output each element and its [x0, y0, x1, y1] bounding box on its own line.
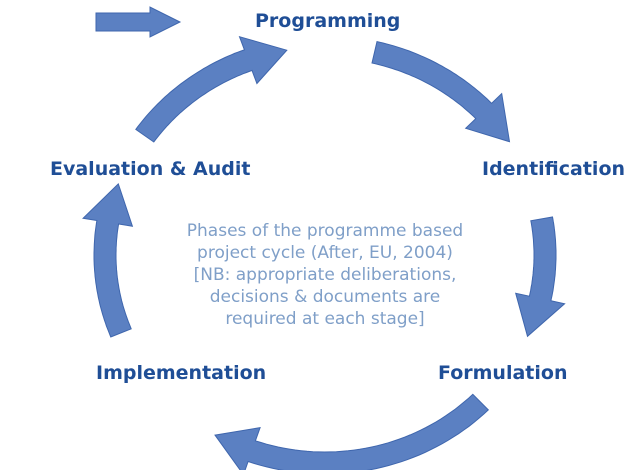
phase-identification-label: Identification: [482, 158, 626, 180]
center-note-line: Phases of the programme based: [186, 221, 464, 241]
phase-evaluation-label: Evaluation & Audit: [50, 158, 251, 180]
center-note: Phases of the programme based project cy…: [150, 220, 500, 330]
phase-programming-label: Programming: [255, 10, 401, 32]
cycle-arrows: [82, 6, 566, 470]
arrow-identification-to-formulation: [515, 216, 566, 338]
center-note-line: decisions & documents are: [209, 287, 441, 307]
arrow-programming-to-identification: [371, 41, 511, 143]
arrow-implementation-to-evaluation: [82, 182, 134, 338]
center-note-line: [NB: appropriate deliberations,: [193, 265, 457, 285]
phase-implementation-label: Implementation: [96, 362, 267, 384]
phase-formulation-label: Formulation: [438, 362, 568, 384]
arrow-evaluation-to-programming: [135, 35, 288, 143]
arrow-formulation-to-implementation: [214, 393, 490, 470]
center-note-line: project cycle (After, EU, 2004): [197, 243, 453, 263]
start-arrow-icon: [95, 6, 182, 38]
center-note-line: required at each stage]: [225, 309, 425, 329]
